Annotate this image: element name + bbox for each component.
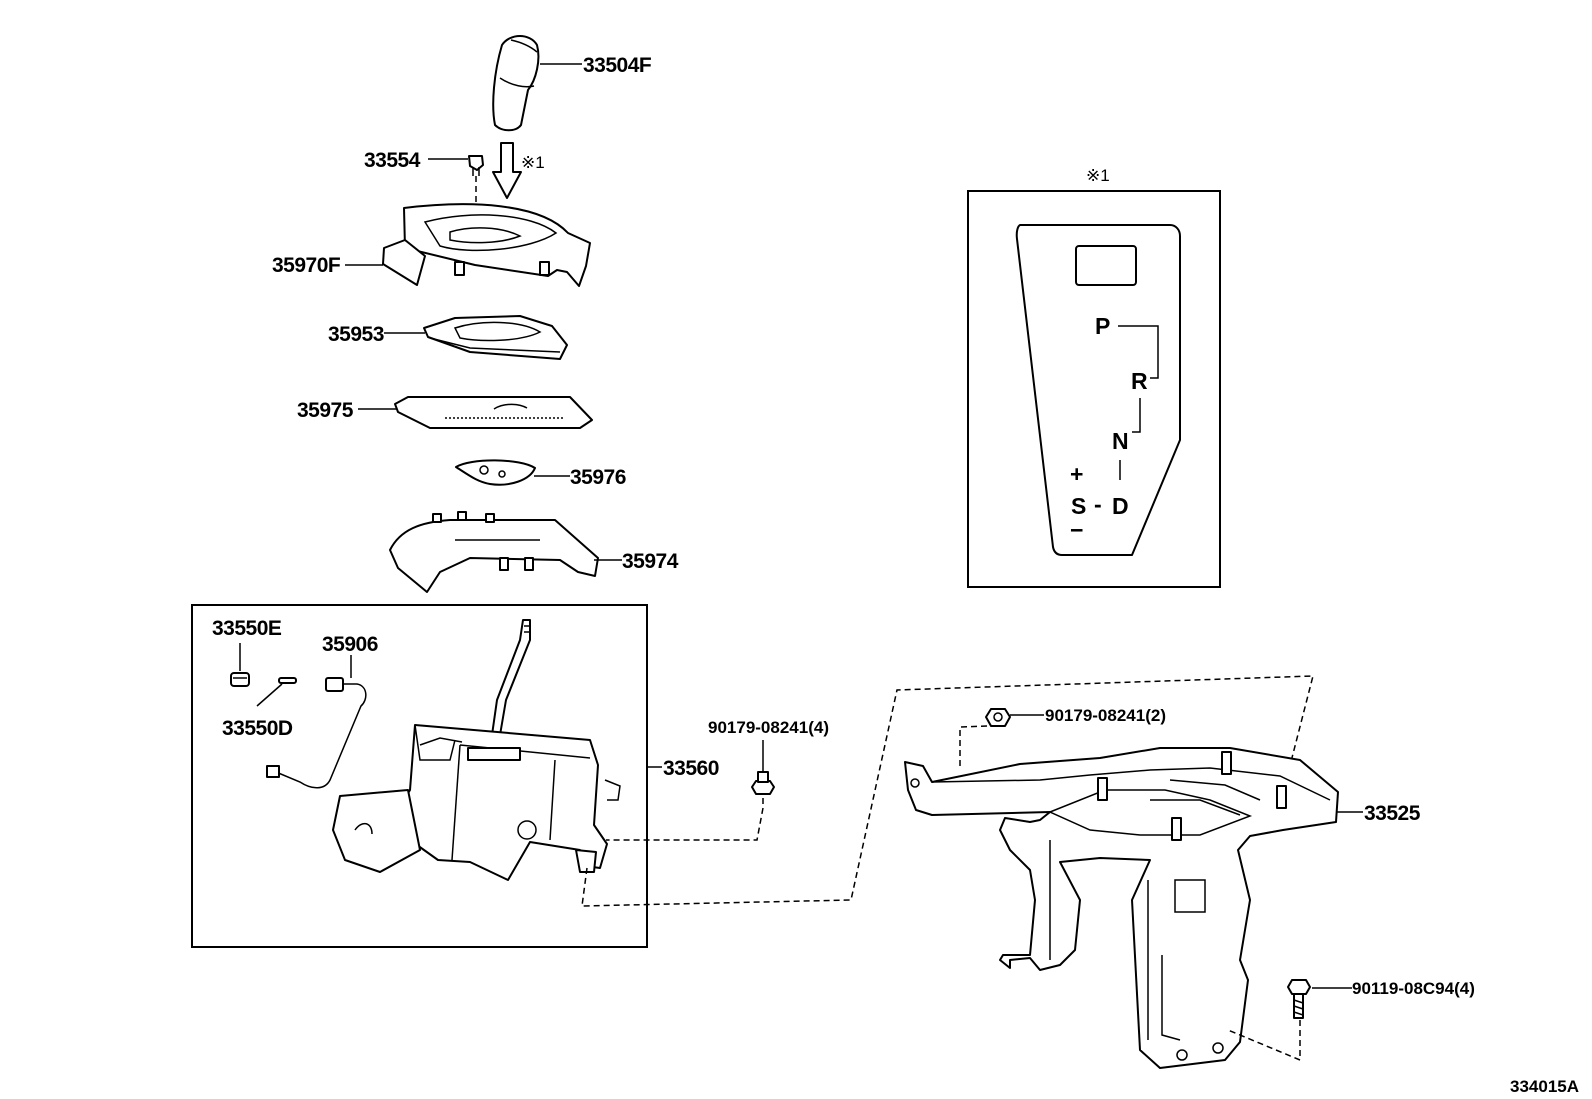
label-33554: 33554 <box>364 149 421 172</box>
label-33550E: 33550E <box>212 617 282 640</box>
label-90179-08241-4: 90179-08241(4) <box>708 718 829 737</box>
shift-knob <box>492 35 540 132</box>
gate-p: P <box>1095 313 1110 339</box>
label-35906: 35906 <box>322 633 378 656</box>
label-35970F: 35970F <box>272 254 341 277</box>
label-33560: 33560 <box>663 757 719 780</box>
shift-gate-plate <box>1015 224 1181 556</box>
inset-ref-mark: ※1 <box>1086 166 1110 185</box>
gate-d: D <box>1112 493 1129 519</box>
cover-35974 <box>389 511 599 593</box>
label-90179-08241-2: 90179-08241(2) <box>1045 706 1166 725</box>
clip-33554 <box>468 155 484 176</box>
bolt-90119 <box>1287 979 1311 1019</box>
figure-id: 334015A <box>1510 1077 1579 1096</box>
label-35974: 35974 <box>622 550 679 573</box>
label-33550D: 33550D <box>222 717 293 740</box>
label-35953: 35953 <box>328 323 384 346</box>
label-35976: 35976 <box>570 466 626 489</box>
gate-plus: + <box>1070 461 1083 487</box>
pin-33550E <box>230 672 250 687</box>
nut-90179-2 <box>985 708 1011 727</box>
seal-35976 <box>455 459 536 486</box>
gate-s: S <box>1071 493 1086 519</box>
plate-35953 <box>423 315 568 360</box>
nut-90179-4 <box>751 771 775 795</box>
gate-minus: − <box>1070 517 1083 543</box>
spring-33550D <box>278 677 297 684</box>
gate-dash: - <box>1094 491 1102 517</box>
assembly-box <box>191 604 648 948</box>
label-35975: 35975 <box>297 399 354 422</box>
arrow-ref-mark: ※1 <box>521 153 545 172</box>
inset-box <box>967 190 1221 588</box>
slide-plate-35975 <box>394 396 593 429</box>
label-90119-08C94-4: 90119-08C94(4) <box>1352 979 1475 998</box>
indicator-housing <box>382 203 591 287</box>
down-arrow <box>492 142 522 199</box>
label-33525: 33525 <box>1364 802 1421 825</box>
shifter-assembly <box>332 619 621 881</box>
label-33504F: 33504F <box>583 54 652 77</box>
gate-n: N <box>1112 428 1129 454</box>
switch-35906 <box>266 677 367 789</box>
bracket-33525 <box>904 747 1339 1069</box>
gate-r: R <box>1131 368 1148 394</box>
